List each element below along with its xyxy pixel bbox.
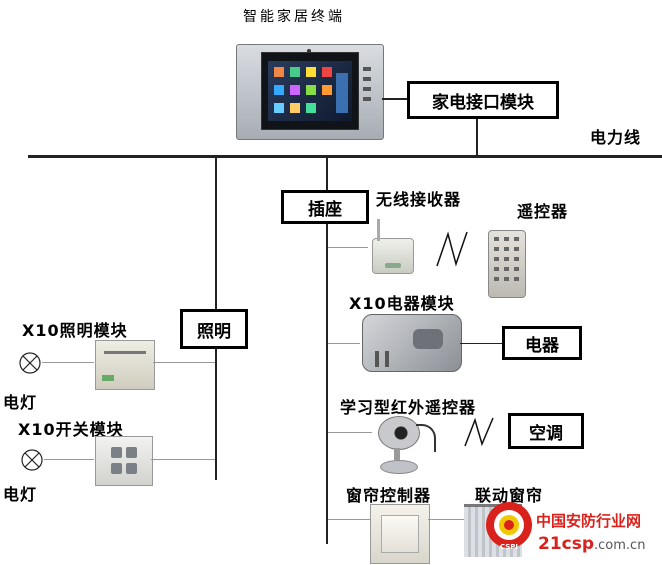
watermark-site-suffix: .com.cn	[594, 538, 646, 553]
x10-appliance-module-label: X10电器模块	[349, 294, 455, 313]
learning-ir-remote-label: 学习型红外遥控器	[340, 398, 477, 417]
appliance-interface-module-box: 家电接口模块	[407, 81, 559, 119]
cspi-logo-text: CSPI	[500, 543, 518, 551]
lamp-icon	[21, 449, 43, 471]
x10-appliance-module-device	[362, 314, 462, 372]
x10-switch-module-label: X10开关模块	[18, 420, 124, 439]
appliance-box: 电器	[502, 326, 582, 360]
lamp-label-1: 电灯	[3, 393, 38, 412]
linked-curtain-label: 联动窗帘	[475, 486, 544, 505]
power-line	[28, 155, 662, 158]
remote-control-device	[488, 230, 526, 298]
power-line-label: 电力线	[590, 128, 642, 147]
watermark-site-url: 21csp.com.cn	[538, 534, 645, 554]
watermark-site-prefix: 21csp	[538, 534, 595, 554]
watermark-site-name: 中国安防行业网	[536, 512, 642, 530]
cspi-logo-icon: CSPI	[486, 502, 532, 551]
socket-box: 插座	[281, 190, 369, 224]
lamp-label-2: 电灯	[3, 485, 38, 504]
lighting-box: 照明	[180, 309, 248, 349]
x10-lighting-module-device	[95, 340, 155, 390]
smart-terminal-device	[236, 44, 384, 140]
wireless-receiver-device	[372, 219, 414, 274]
x10-lighting-module-label: X10照明模块	[22, 321, 128, 340]
air-conditioner-box: 空调	[508, 413, 584, 449]
wireless-receiver-label: 无线接收器	[376, 190, 462, 209]
curtain-controller-label: 窗帘控制器	[346, 486, 432, 505]
ir-signal-icon	[464, 417, 494, 447]
learning-ir-remote-device	[372, 414, 436, 476]
curtain-controller-device	[370, 504, 430, 564]
lamp-icon	[19, 352, 41, 374]
page-title: 智能家居终端	[243, 9, 345, 25]
wireless-signal-icon	[436, 231, 468, 267]
remote-control-label: 遥控器	[517, 202, 569, 221]
x10-switch-module-device	[95, 436, 153, 486]
